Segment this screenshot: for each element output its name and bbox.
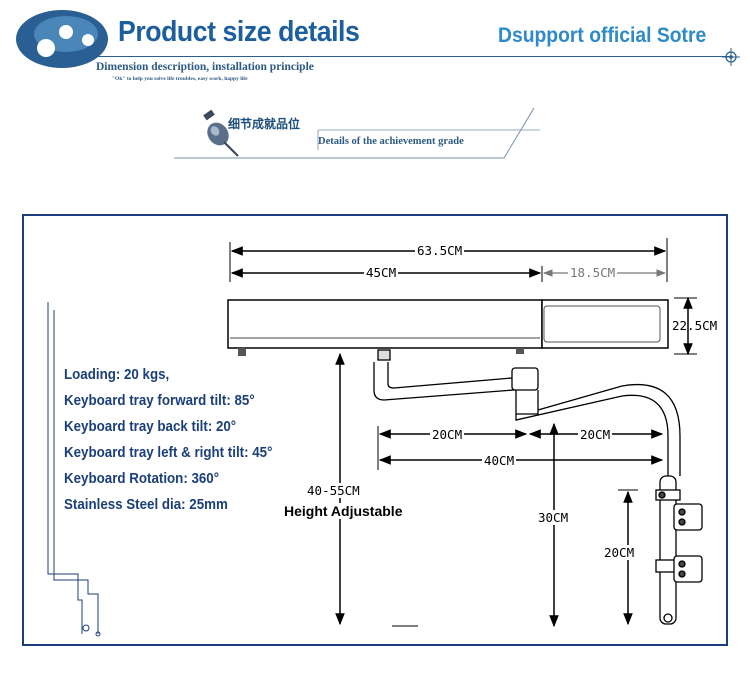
header-divider [96, 56, 732, 57]
mouse-width-label: 18.5CM [568, 265, 618, 280]
crosshair-icon [722, 48, 740, 66]
section-banner [174, 107, 540, 159]
pole-height-label: 30CM [536, 510, 571, 525]
store-logo [16, 10, 108, 68]
dimension-diagram-frame [22, 214, 728, 646]
clamp-height-label: 20CM [602, 545, 637, 560]
height-range-label: 40-55CM [305, 483, 362, 498]
spec-item: Stainless Steel dia: 25mm [64, 497, 228, 513]
support-arm [373, 349, 703, 625]
spec-item: Keyboard tray left & right tilt: 45° [64, 445, 273, 461]
spec-item: Keyboard tray back tilt: 20° [64, 419, 237, 435]
banner-chinese-label: 细节成就品位 [228, 117, 301, 131]
spec-item: Loading: 20 kgs, [64, 367, 170, 383]
dimension-drawing [47, 238, 703, 637]
page-title: Product size details [118, 16, 360, 48]
side-wiring-lines [47, 302, 101, 637]
keyboard-width-label: 45CM [364, 265, 399, 280]
spec-item: Keyboard Rotation: 360° [64, 471, 220, 487]
total-width-label: 63.5CM [415, 243, 465, 258]
arm-segment-2-label: 20CM [578, 427, 613, 442]
header-tagline: "Ok" to help you solve life troubles, ea… [112, 76, 248, 82]
keyboard-tray [227, 299, 669, 356]
banner-english-label: Details of the achievement grade [318, 136, 464, 147]
header-subtitle: Dimension description, installation prin… [96, 61, 314, 73]
spec-item: Keyboard tray forward tilt: 85° [64, 393, 255, 409]
arm-segment-1-label: 20CM [430, 427, 465, 442]
push-pin-icon [203, 109, 239, 157]
tray-depth-label: 22.5CM [672, 318, 718, 333]
arm-total-label: 40CM [482, 453, 517, 468]
specifications-list: Loading: 20 kgs, Keyboard tray forward t… [64, 362, 291, 518]
height-adjustable-label: Height Adjustable [284, 503, 403, 519]
store-name: Dsupport official Sotre [498, 24, 707, 47]
